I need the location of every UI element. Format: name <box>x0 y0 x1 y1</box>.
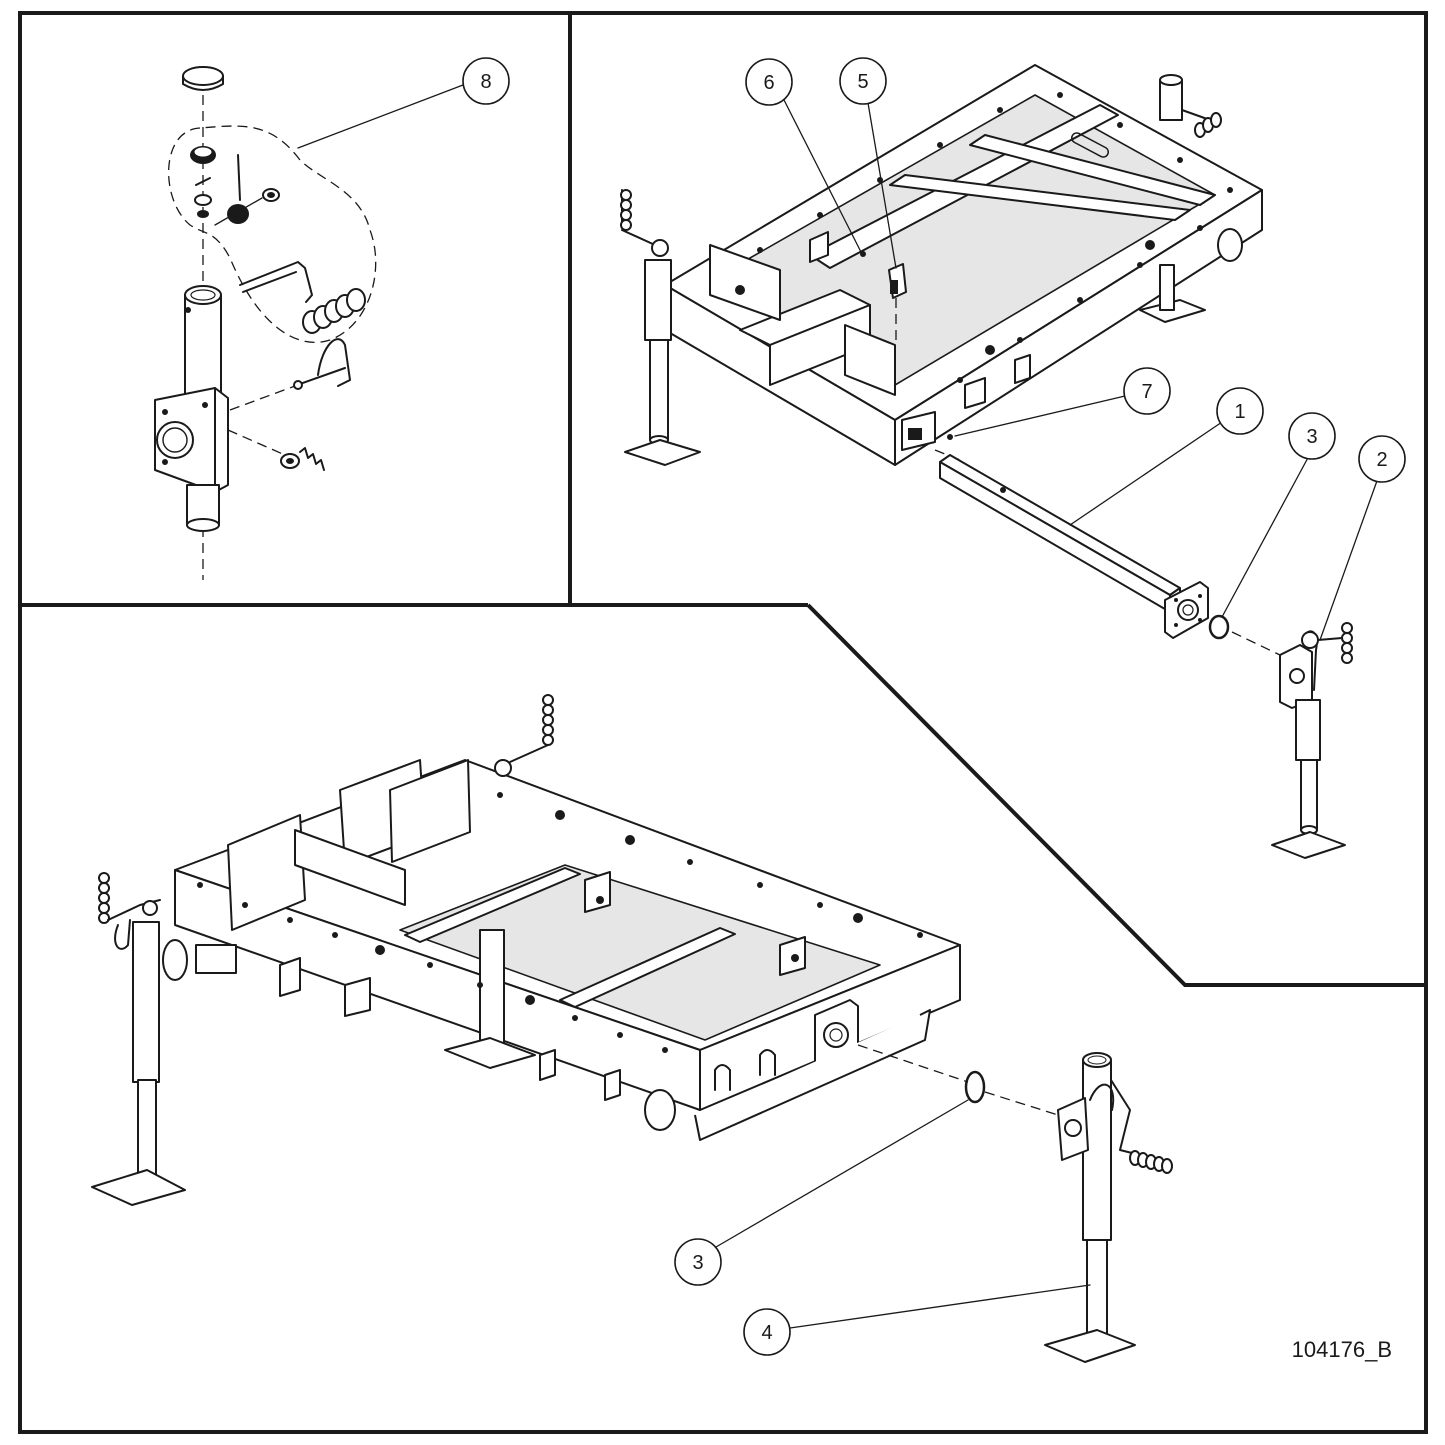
jack-spring-bolt <box>227 429 325 471</box>
frame-top-view <box>664 64 1263 466</box>
ring-part-3-top <box>1208 614 1230 640</box>
assembled-left-jack <box>91 872 237 1206</box>
callout-7-label: 7 <box>1141 381 1152 403</box>
callout-8: 8 <box>462 57 510 105</box>
jack-gear-set <box>190 146 280 226</box>
callout-3-bottom-label: 3 <box>692 1252 703 1274</box>
callout-1-label: 1 <box>1234 401 1245 423</box>
side-jack-part-2 <box>1271 622 1353 859</box>
callout-2: 2 <box>1358 435 1406 483</box>
panel-frames <box>18 11 1428 1434</box>
frame-left-jack <box>620 189 701 466</box>
assembled-frame-panel <box>91 694 1173 1363</box>
jack-detail-panel <box>154 66 377 580</box>
frame-rail-holes <box>735 92 1233 383</box>
assembled-rail-holes <box>197 792 923 1053</box>
frame-exploded-panel <box>620 64 1353 859</box>
callout-3-bottom: 3 <box>674 1238 722 1286</box>
figure-id-label: 104176_B <box>1292 1337 1392 1362</box>
pin-7 <box>947 434 953 440</box>
callout-7: 7 <box>1123 367 1171 415</box>
callout-3-top: 3 <box>1288 412 1336 460</box>
callout-6-label: 6 <box>763 72 774 94</box>
callout-4-label: 4 <box>761 1322 772 1344</box>
ring-part-3-bottom <box>964 1070 986 1104</box>
callout-2-label: 2 <box>1376 449 1387 471</box>
frame-latch-parts <box>860 251 907 345</box>
callout-5-label: 5 <box>857 71 868 93</box>
callout-5: 5 <box>839 57 887 105</box>
callout-1: 1 <box>1216 387 1264 435</box>
frame-rear-jack <box>1139 74 1243 323</box>
jack-lower-tube <box>186 484 220 532</box>
jack-crank-handle <box>239 261 366 334</box>
side-jack-part-4 <box>1044 1052 1173 1363</box>
assembled-frame <box>174 759 961 1141</box>
callout-leaders <box>297 84 1379 1329</box>
callout-3-top-label: 3 <box>1306 426 1317 448</box>
jack-pull-pin <box>229 338 351 411</box>
crank-grip <box>302 288 366 334</box>
jack-mount-bracket <box>154 387 229 493</box>
jack-cap <box>182 66 224 91</box>
assembled-rear-crank <box>494 694 554 777</box>
callout-8-group-outline <box>167 125 377 344</box>
extension-tube <box>939 454 1209 639</box>
callout-8-label: 8 <box>480 71 491 93</box>
callout-4: 4 <box>743 1308 791 1356</box>
callout-6: 6 <box>745 58 793 106</box>
